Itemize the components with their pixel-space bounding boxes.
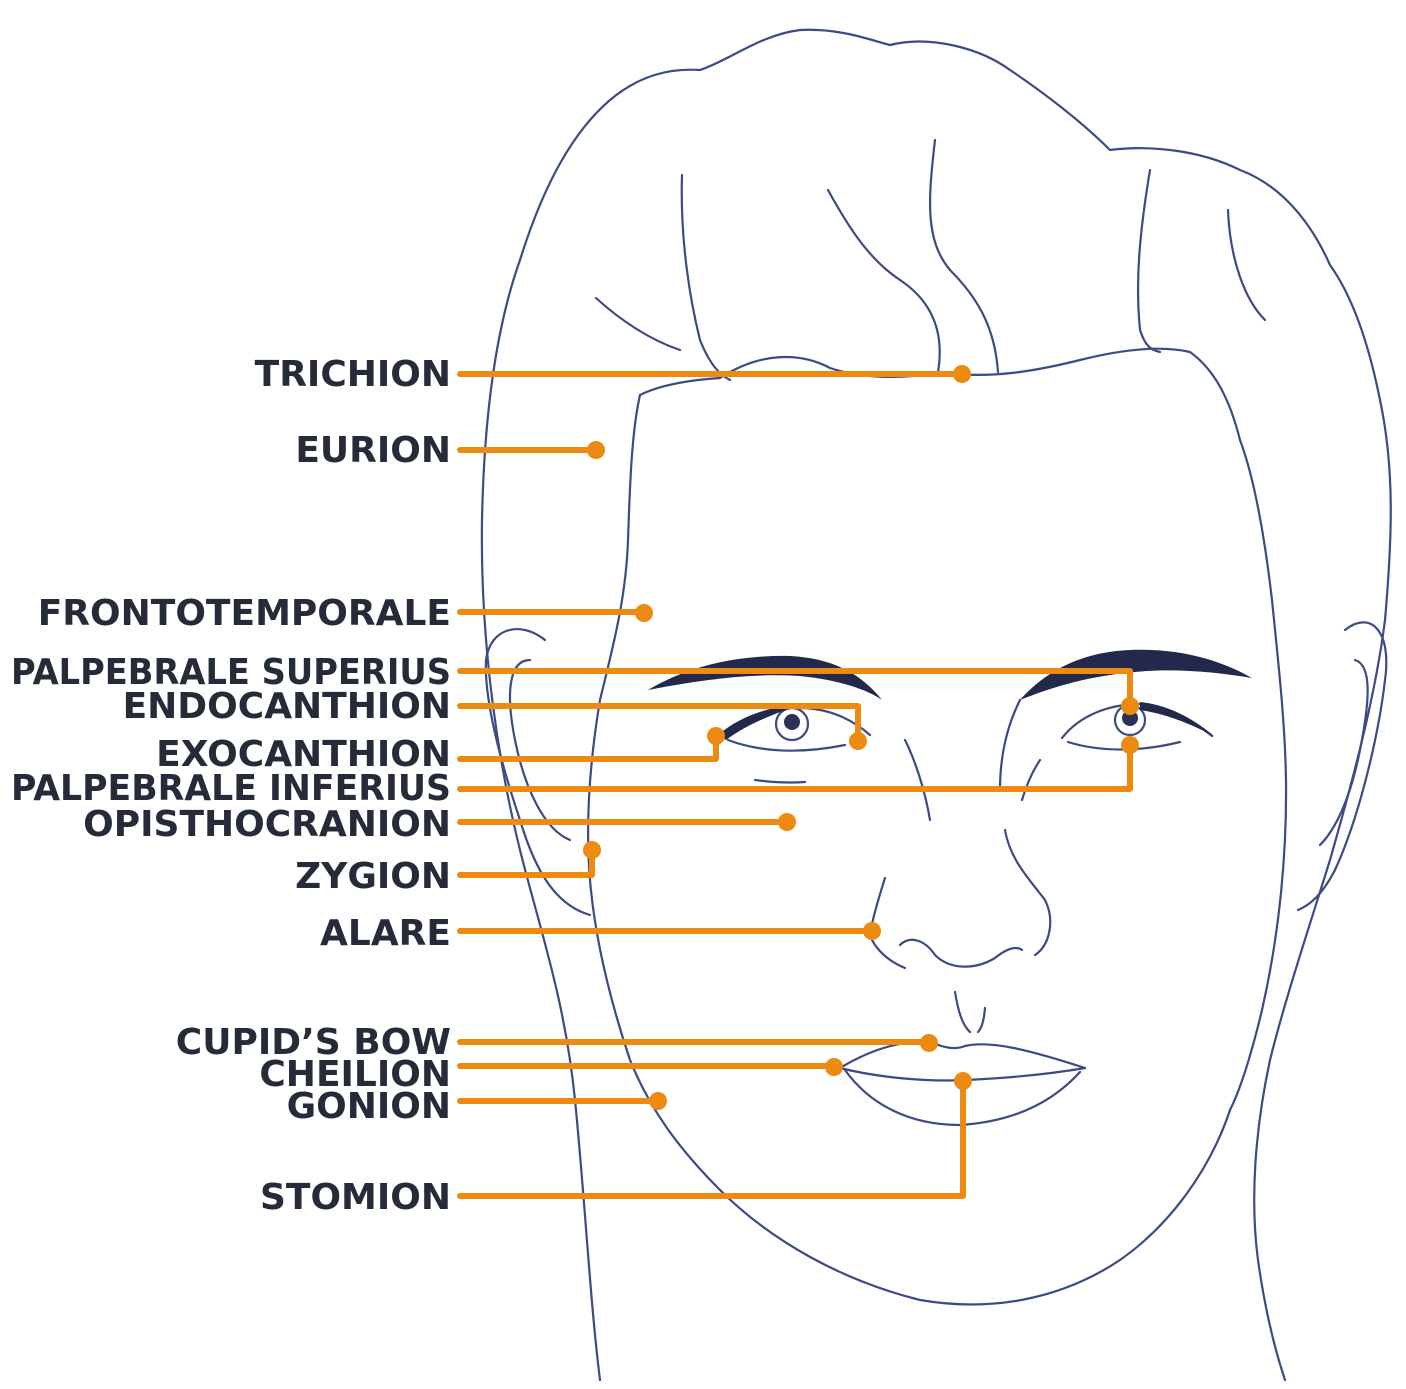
leader-lines (460, 365, 1139, 1196)
philtrum (955, 992, 985, 1032)
right-socket-line (1000, 700, 1020, 790)
label-gonion: GONION (287, 1086, 451, 1127)
dot-gonion (649, 1092, 667, 1110)
label-opisthocranion: OPISTHOCRANION (83, 804, 451, 845)
landmark-labels: TRICHION EURION FRONTOTEMPORALE PALPEBRA… (11, 354, 451, 1218)
dot-alare (863, 922, 881, 940)
right-ear (1298, 622, 1386, 910)
leader-palpebrale-superius (460, 671, 1130, 706)
dot-exocanthion (707, 727, 725, 745)
nose-left-nostril (870, 935, 905, 968)
face-right-contour (1230, 440, 1286, 1110)
hair-strand-5 (1228, 210, 1265, 320)
label-zygion: ZYGION (295, 856, 451, 897)
label-stomion: STOMION (260, 1177, 451, 1218)
dot-cupids-bow (920, 1034, 938, 1052)
left-socket-line (905, 740, 930, 820)
dot-opisthocranion (778, 813, 796, 831)
right-ear-inner (1320, 660, 1368, 845)
hair-strand-6 (596, 298, 680, 350)
left-eye-lower-lid (728, 740, 845, 751)
dot-trichion (953, 365, 971, 383)
hair-strand-1 (682, 175, 730, 380)
face-left-contour (588, 395, 1230, 1304)
nose-bridge-right (1005, 830, 1050, 955)
right-cheek-line (1022, 760, 1040, 800)
dot-zygion (583, 841, 601, 859)
dot-endocanthion (849, 732, 867, 750)
hair-strand-4 (1138, 170, 1160, 352)
hair-strand-2 (828, 190, 940, 372)
upper-lip (840, 1042, 1085, 1068)
left-under-eye (755, 780, 805, 782)
dot-palpebrale-inferius (1121, 736, 1139, 754)
dot-stomion (954, 1072, 972, 1090)
dot-frontotemporale (635, 604, 653, 622)
left-pupil (784, 714, 800, 730)
left-ear-inner (510, 660, 570, 840)
dot-palpebrale-superius (1121, 697, 1139, 715)
nose-base (900, 940, 1022, 967)
hair-strand-3 (930, 140, 998, 372)
left-eyebrow (648, 656, 882, 700)
dot-eurion (587, 441, 605, 459)
right-eyelash (1140, 702, 1214, 736)
dot-cheilion (825, 1058, 843, 1076)
label-trichion: TRICHION (255, 354, 451, 395)
label-alare: ALARE (320, 913, 451, 954)
right-eyebrow (1020, 650, 1252, 700)
label-eurion: EURION (295, 430, 451, 471)
label-palpebrale-inferius: PALPEBRALE INFERIUS (11, 768, 451, 809)
label-endocanthion: ENDOCANTHION (123, 686, 451, 727)
label-frontotemporale: FRONTOTEMPORALE (38, 593, 451, 634)
head-right-side (1254, 620, 1385, 1380)
